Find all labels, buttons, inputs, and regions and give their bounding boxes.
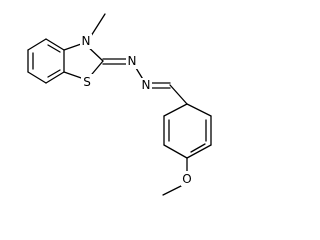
svg-text:N: N [142,78,151,92]
atom-label-n-hydrazone-1: N [126,54,138,69]
atom-label-s-ring: S [81,74,93,89]
atom-label-o-methoxy: O [181,171,193,186]
chemical-structure: N S N N O [27,13,212,196]
ch-aryl-bond [169,84,188,105]
svg-text:N: N [128,54,137,68]
n-methyl-bond [90,13,106,37]
benzene-ring-benzothiazole [27,38,65,84]
imine-double-bond [151,82,171,89]
svg-text:N: N [82,34,91,48]
exocyclic-double-bond [102,58,127,65]
atom-label-n-ring: N [80,34,92,49]
svg-text:O: O [182,172,191,186]
benzene-ring-methoxyphenyl [163,103,212,159]
atom-label-n-hydrazone-2: N [140,78,152,93]
methoxy-group [162,157,188,196]
svg-text:S: S [83,75,91,89]
